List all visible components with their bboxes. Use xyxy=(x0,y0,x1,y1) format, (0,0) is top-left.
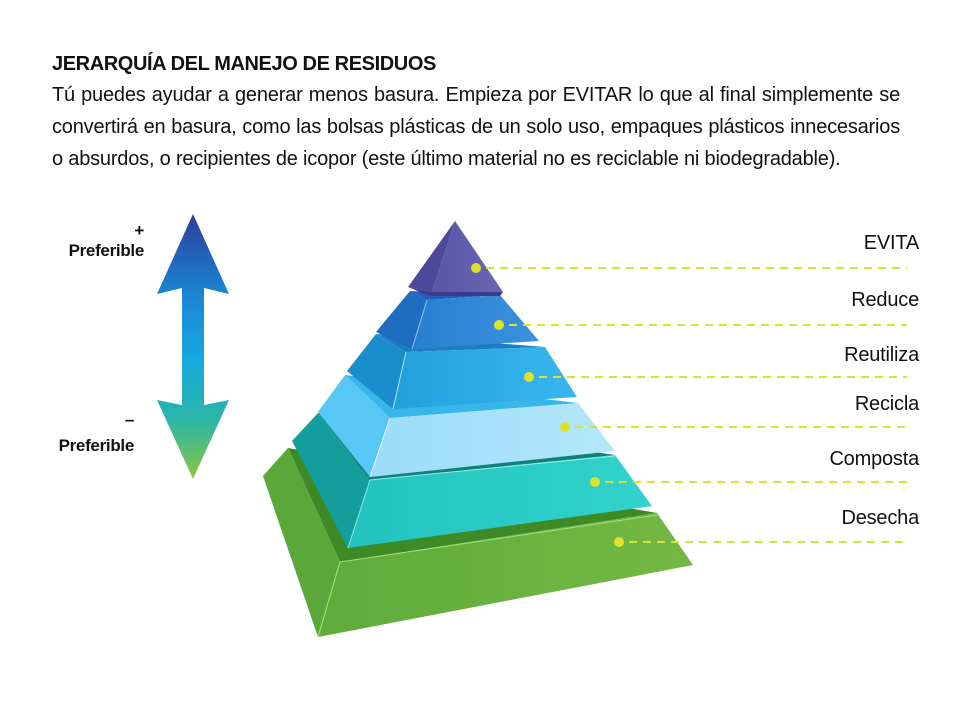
connector-composta xyxy=(590,477,907,487)
tier-reduce xyxy=(376,291,539,350)
least-preferable-text: Preferible xyxy=(58,436,135,455)
most-preferable-label: + Preferible xyxy=(60,221,145,261)
minus-sign: – xyxy=(124,410,134,429)
connector-reduce xyxy=(494,320,907,330)
tier-label-composta: Composta xyxy=(829,448,919,470)
tier-label-reduce: Reduce xyxy=(851,289,919,311)
connector-evita xyxy=(471,263,907,273)
connector-recicla xyxy=(560,422,907,432)
tier-label-desecha: Desecha xyxy=(841,507,919,529)
tier-label-reutiliza: Reutiliza xyxy=(844,344,919,366)
intro-block: JERARQUÍA DEL MANEJO DE RESIDUOS Tú pued… xyxy=(52,49,900,175)
page-title: JERARQUÍA DEL MANEJO DE RESIDUOS xyxy=(52,53,436,75)
plus-sign: + xyxy=(134,221,144,240)
connector-desecha xyxy=(614,537,907,547)
connector-reutiliza xyxy=(524,372,907,382)
intro-paragraph: Tú puedes ayudar a generar menos basura.… xyxy=(52,84,900,170)
least-preferable-label: – Preferible xyxy=(30,407,135,459)
tier-evita xyxy=(408,221,503,296)
tier-label-evita: EVITA xyxy=(863,232,920,254)
most-preferable-text: Preferible xyxy=(68,241,145,260)
preference-double-arrow-icon xyxy=(157,214,229,479)
tier-label-recicla: Recicla xyxy=(854,393,919,415)
